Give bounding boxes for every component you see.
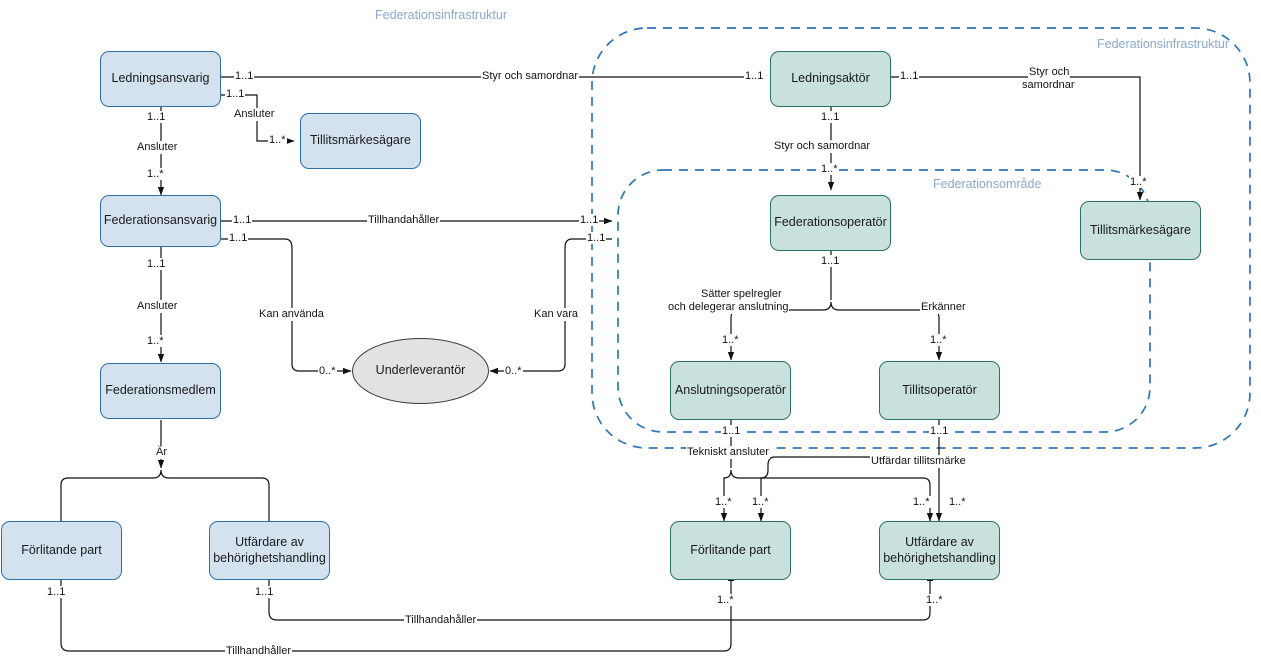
mult-tekniskt-ansluter-forlitande-target: 1..* xyxy=(714,496,733,508)
node-label: Ledningsansvarig xyxy=(111,71,210,86)
mult-kan-vara-source: 1..1 xyxy=(586,232,607,244)
mult-kan-anvanda-source: 1..1 xyxy=(228,232,249,244)
mult-ledningsansvarig-ansluter-source: 1..1 xyxy=(225,88,246,100)
mult-ansluter-federationsmedlem-target: 1..* xyxy=(146,335,165,347)
node-federationsansvarig[interactable]: Federationsansvarig xyxy=(100,195,221,247)
node-label: Tillitsoperatör xyxy=(902,382,977,397)
mult-forlitande-part-right-tillhandhaller-target: 1..* xyxy=(716,594,735,606)
mult-ledningsansvarig-styr-source: 1..1 xyxy=(234,70,255,82)
edge-label-erkanner: Erkänner xyxy=(920,301,967,314)
edge-label-satter-spelregler-line1: Sätter spelregler xyxy=(700,288,783,301)
node-label-line2: behörighetshandling xyxy=(883,550,996,565)
group-outline-federationsomrade xyxy=(617,169,1151,433)
edge-label-tillhandahaller-federationsomrade: Tillhandahåller xyxy=(367,214,441,227)
mult-forlitande-part-left-tillhandhaller-source: 1..1 xyxy=(46,586,67,598)
edge-utfardar-tillitsmarke-forlitande xyxy=(757,456,939,522)
node-federationsoperator[interactable]: Federationsoperatör xyxy=(770,195,891,251)
edge-label-styr-och-samordnar-line2: samordnar xyxy=(1021,79,1076,92)
mult-utfardare-right-tillhandahaller-target: 1..* xyxy=(925,594,944,606)
node-label: Federationsoperatör xyxy=(774,215,887,230)
node-underleverantor[interactable]: Underleverantör xyxy=(352,338,489,404)
node-tillitsoperator[interactable]: Tillitsoperatör xyxy=(879,361,1000,420)
mult-tillitsmarkesagare-left-target: 1..* xyxy=(268,134,287,146)
edge-label-ar: Är xyxy=(155,446,168,459)
node-label: Anslutningsoperatör xyxy=(674,382,787,397)
mult-utfardar-tillitsmarke-utfardare-target: 1..* xyxy=(948,496,967,508)
mult-federationsoperator-fork-source: 1..1 xyxy=(820,255,841,267)
node-label: Underleverantör xyxy=(375,363,466,378)
node-federationsmedlem[interactable]: Federationsmedlem xyxy=(100,363,221,419)
node-ledningsaktor[interactable]: Ledningsaktör xyxy=(770,51,891,107)
edge-label-ansluter-federationsansvarig: Ansluter xyxy=(136,141,179,154)
mult-ansluter-federationsansvarig-target: 1..* xyxy=(146,168,165,180)
edge-label-ansluter-tillitsmarkesagare: Ansluter xyxy=(233,108,276,121)
mult-federationsomrade-tillhandahaller-target: 1..1 xyxy=(579,214,600,226)
node-label: Tillitsmärkesägare xyxy=(1090,222,1191,237)
edge-label-styr-och-samordnar-federationsoperator: Styr och samordnar xyxy=(773,140,871,153)
mult-ansluter-federationsmedlem-source: 1..1 xyxy=(146,258,167,270)
node-label: Ledningsaktör xyxy=(791,71,870,86)
node-anslutningsoperator[interactable]: Anslutningsoperatör xyxy=(670,361,791,420)
mult-tillitsoperator-target: 1..* xyxy=(929,334,948,346)
group-label-federationsinfrastruktur-left: Federationsinfrastruktur xyxy=(375,8,508,22)
edge-label-tillhandahaller-utfardare: Tillhandahåller xyxy=(404,614,478,627)
edge-ar-branch-left xyxy=(60,469,162,521)
mult-ansluter-federationsansvarig-source: 1..1 xyxy=(146,111,167,123)
group-label-federationsinfrastruktur-right: Federationsinfrastruktur xyxy=(1097,37,1230,51)
mult-anslutningsoperator-tekniskt-source: 1..1 xyxy=(721,425,742,437)
mult-federationsansvarig-tillhandahaller-source: 1..1 xyxy=(232,214,253,226)
node-label-line1: Utfärdare av xyxy=(905,534,974,549)
mult-kan-vara-target: 0..* xyxy=(504,365,523,377)
mult-utfardar-tillitsmarke-forlitande-target: 1..* xyxy=(751,496,770,508)
edge-label-kan-anvanda: Kan använda xyxy=(258,308,325,321)
edge-label-tillhandhaller-forlitande: Tillhandhåller xyxy=(225,645,293,658)
mult-ledningsaktor-federationsoperator-target: 1..* xyxy=(820,163,839,175)
mult-anslutningsoperator-target: 1..* xyxy=(721,334,740,346)
mult-tillitsoperator-utfardar-source: 1..1 xyxy=(929,425,950,437)
group-label-federationsomrade: Federationsområde xyxy=(933,177,1042,191)
mult-ledningsaktor-styr-right-source: 1..1 xyxy=(899,70,920,82)
mult-kan-anvanda-target: 0..* xyxy=(318,365,337,377)
edge-label-utfardar-tillitsmarke: Utfärdar tillitsmärke xyxy=(870,455,967,468)
node-tillitsmarkesagare-right[interactable]: Tillitsmärkesägare xyxy=(1080,201,1201,260)
edge-tillhandhaller-forlitande xyxy=(60,572,735,652)
group-outline-federationsinfrastruktur xyxy=(591,27,1251,449)
node-label-line2: behörighetshandling xyxy=(213,550,326,565)
node-label-line1: Utfärdare av xyxy=(235,534,304,549)
node-utfardare-av-behorighetshandling-left[interactable]: Utfärdare av behörighetshandling xyxy=(209,521,330,580)
mult-ledningsaktor-federationsoperator-source: 1..1 xyxy=(820,111,841,123)
node-label: Förlitande part xyxy=(21,542,102,557)
edge-styr-och-samordnar-tillitsmarkesagare xyxy=(891,76,1144,201)
mult-utfardare-left-tillhandahaller-source: 1..1 xyxy=(254,586,275,598)
edge-kan-anvanda xyxy=(221,238,352,375)
node-forlitande-part-left[interactable]: Förlitande part xyxy=(1,521,122,580)
node-tillitsmarkesagare-left[interactable]: Tillitsmärkesägare xyxy=(300,113,421,169)
edge-ar-branch-right xyxy=(160,469,270,521)
edge-tillhandahaller-utfardare xyxy=(268,572,934,621)
node-ledningsansvarig[interactable]: Ledningsansvarig xyxy=(100,51,221,107)
mult-ledningsaktor-styr-target: 1..1 xyxy=(744,70,765,82)
node-label: Federationsmedlem xyxy=(105,383,216,398)
edge-label-kan-vara: Kan vara xyxy=(533,308,580,321)
mult-tekniskt-ansluter-utfardare-target: 1..* xyxy=(912,496,931,508)
node-label: Federationsansvarig xyxy=(103,213,218,228)
edge-label-ansluter-federationsmedlem: Ansluter xyxy=(136,300,179,313)
edge-label-styr-och-samordnar-line1: Styr och xyxy=(1028,66,1071,79)
node-utfardare-av-behorighetshandling-right[interactable]: Utfärdare av behörighetshandling xyxy=(879,521,1000,580)
edge-kan-vara xyxy=(489,238,612,375)
node-label: Förlitande part xyxy=(690,542,771,557)
edge-label-styr-och-samordnar-top: Styr och samordnar xyxy=(481,70,579,83)
mult-tillitsmarkesagare-right-target: 1..* xyxy=(1129,176,1148,188)
edge-label-tekniskt-ansluter: Tekniskt ansluter xyxy=(686,446,770,459)
node-label: Tillitsmärkesägare xyxy=(310,133,411,148)
edge-label-satter-spelregler-line2: och delegerar anslutning xyxy=(667,301,790,314)
node-forlitande-part-right[interactable]: Förlitande part xyxy=(670,521,791,580)
edge-tekniskt-ansluter-utfardare xyxy=(730,469,934,522)
